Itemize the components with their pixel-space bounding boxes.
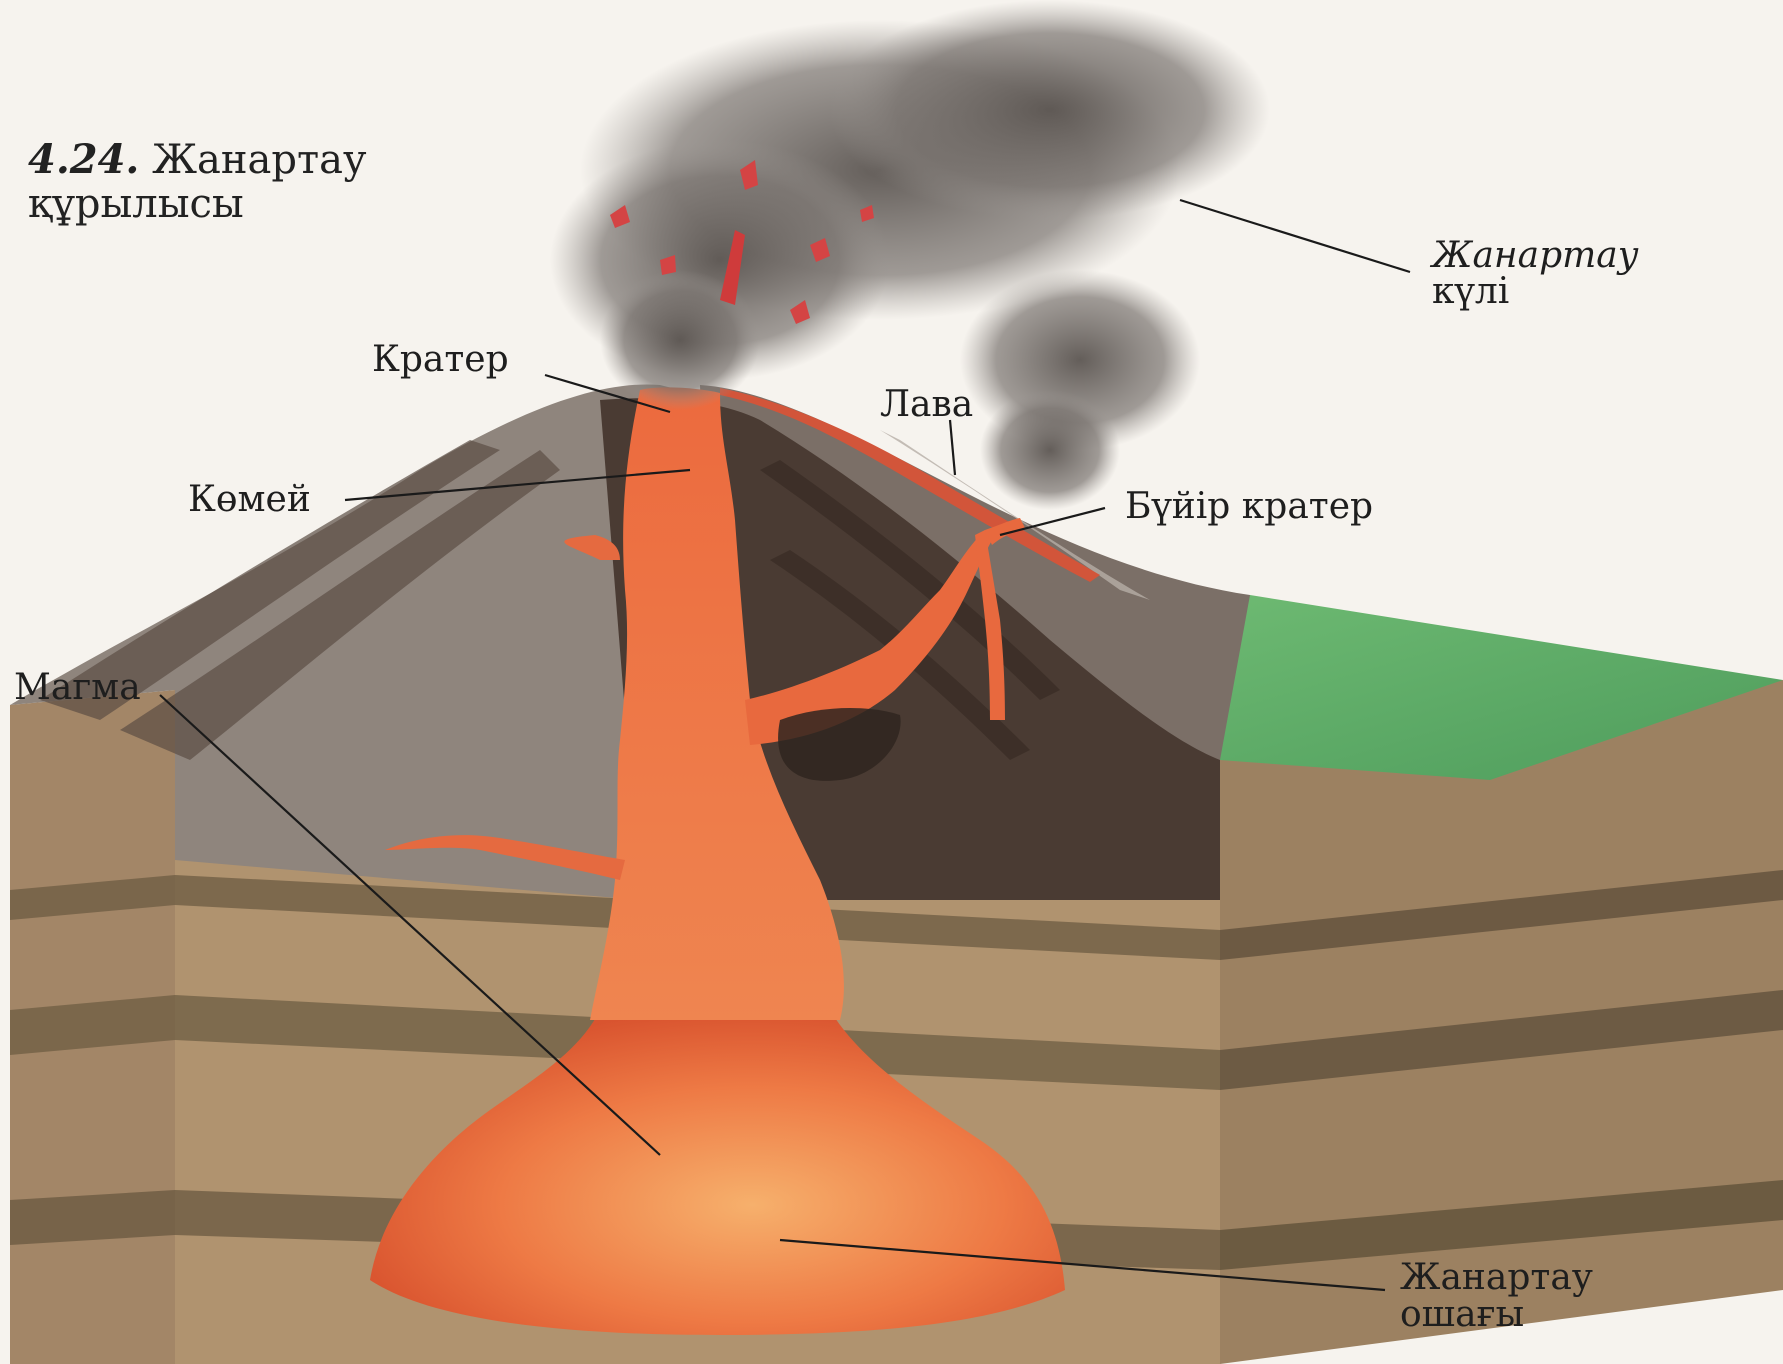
caption-line1: Жанартау [152, 137, 366, 183]
ash-puff [830, 0, 1270, 220]
label-ash-line1: Жанартау [1432, 236, 1639, 276]
leader-lava [950, 420, 955, 475]
label-magma: Магма [14, 668, 141, 708]
figure-caption: 4.24. Жанартау құрылысы [28, 138, 367, 226]
ash-puff [980, 390, 1120, 510]
label-side-crater: Бүйір кратер [1125, 487, 1373, 527]
label-crater: Кратер [372, 340, 509, 380]
leader-ash [1180, 200, 1410, 272]
label-ash-line2: күлі [1432, 272, 1509, 312]
label-chamber-line2: ошағы [1400, 1295, 1524, 1335]
figure-number: 4.24. [28, 136, 139, 183]
label-throat: Көмей [188, 480, 311, 520]
label-lava: Лава [880, 385, 973, 425]
caption-line2: құрылысы [28, 182, 367, 226]
label-chamber-line1: Жанартау [1400, 1258, 1593, 1298]
